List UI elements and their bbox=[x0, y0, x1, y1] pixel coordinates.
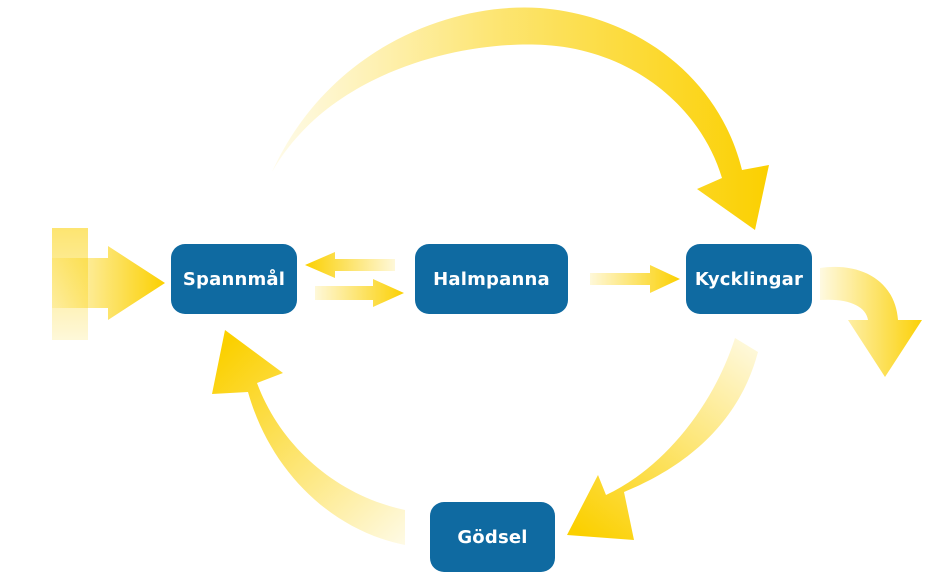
arrow-godsel-to-spannmal bbox=[212, 330, 405, 545]
arrow-kycklingar-to-godsel bbox=[567, 338, 758, 540]
arrow-spannmal-to-kycklingar bbox=[272, 7, 769, 230]
arrow-spannmal-to-halmpanna bbox=[315, 279, 404, 307]
arrow-input-to-spannmal bbox=[52, 228, 165, 340]
node-halmpanna: Halmpanna bbox=[415, 244, 568, 314]
node-godsel: Gödsel bbox=[430, 502, 555, 572]
node-spannmal: Spannmål bbox=[171, 244, 297, 314]
arrow-halmpanna-to-kycklingar bbox=[590, 265, 680, 293]
node-kycklingar: Kycklingar bbox=[686, 244, 812, 314]
arrow-kycklingar-to-output bbox=[820, 266, 922, 377]
arrow-halmpanna-to-spannmal bbox=[305, 252, 395, 278]
